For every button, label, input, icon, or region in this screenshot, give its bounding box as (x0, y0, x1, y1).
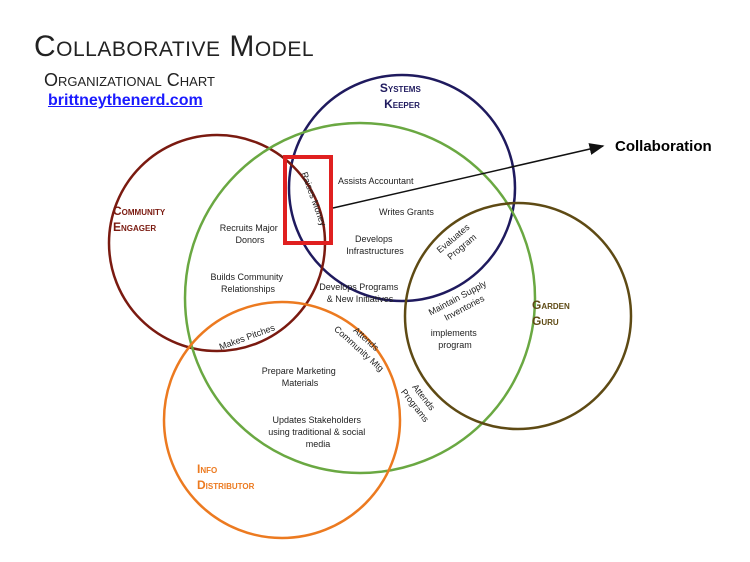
label-updates-3: media (306, 439, 331, 449)
role-systems-keeper: Systems Keeper (380, 81, 424, 111)
label-assists-accountant: Assists Accountant (338, 176, 414, 186)
label-recruits-2: Donors (235, 235, 265, 245)
role-garden-line2: Guru (532, 314, 559, 328)
label-recruits-donors: Recruits Major Donors (220, 223, 281, 245)
role-community-line2: Engager (113, 220, 156, 234)
info-distributor-circle (162, 300, 402, 540)
label-prepare-marketing: Prepare Marketing Materials (262, 366, 339, 388)
label-develops-programs-2: & New Initiatives (327, 294, 394, 304)
label-implements-program: implements program (431, 328, 480, 350)
role-community-line1: Community (113, 204, 166, 218)
label-develops-programs: Develops Programs & New Initiatives (319, 282, 401, 304)
label-attends-programs: Attends Programs (399, 380, 441, 425)
role-community-engager: Community Engager (113, 204, 169, 234)
collaboration-arrow (332, 143, 605, 209)
role-garden-guru: Garden Guru (532, 298, 573, 328)
role-systems-line2: Keeper (384, 97, 420, 111)
collaboration-callout: Collaboration (615, 138, 712, 155)
label-prepare-2: Materials (282, 378, 319, 388)
label-develops-infrastructures: Develops Infrastructures (346, 234, 404, 256)
label-builds-1: Builds Community (210, 272, 283, 282)
label-prepare-1: Prepare Marketing (262, 366, 336, 376)
label-implements-2: program (438, 340, 472, 350)
label-evaluates-program: Evaluates Program (435, 220, 481, 264)
label-builds-2: Relationships (221, 284, 276, 294)
role-info-line2: Distributor (197, 478, 255, 492)
core-circle (183, 121, 537, 475)
label-develops-programs-1: Develops Programs (319, 282, 399, 292)
highlight-box (283, 155, 333, 245)
garden-guru-circle (403, 201, 633, 431)
label-updates-2: using traditional & social (268, 427, 365, 437)
label-develops-infra-1: Develops (355, 234, 393, 244)
label-builds-relationships: Builds Community Relationships (210, 272, 285, 294)
systems-keeper-circle (287, 73, 517, 303)
site-link[interactable]: brittneythenerd.com (48, 92, 203, 109)
label-implements-1: implements (431, 328, 478, 338)
label-recruits-1: Recruits Major (220, 223, 278, 233)
role-systems-line1: Systems (380, 81, 422, 95)
label-attends-community-mtg: Attends Community Mtg (332, 315, 394, 374)
label-updates-1: Updates Stakeholders (272, 415, 361, 425)
role-info-distributor: Info Distributor (197, 462, 255, 492)
role-info-line1: Info (197, 462, 217, 476)
page-subtitle: Organizational Chart (44, 70, 215, 90)
label-updates-stakeholders: Updates Stakeholders using traditional &… (268, 415, 368, 449)
page-title: Collaborative Model (34, 30, 315, 63)
label-writes-grants: Writes Grants (379, 207, 434, 217)
role-garden-line1: Garden (532, 298, 570, 312)
label-develops-infra-2: Infrastructures (346, 246, 404, 256)
label-raises-money: Raises Money (299, 170, 328, 227)
